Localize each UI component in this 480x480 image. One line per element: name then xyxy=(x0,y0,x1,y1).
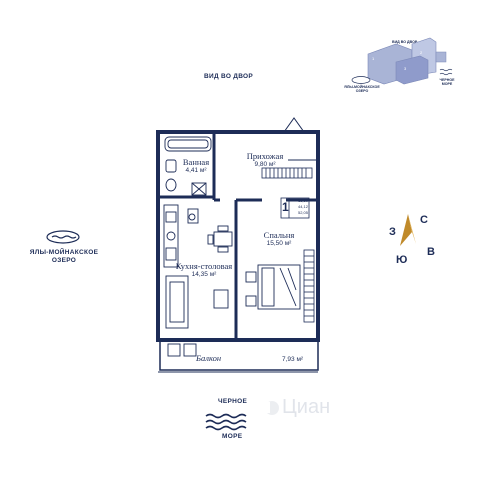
key-plan-courtyard-tag: ВИД ВО ДВОР xyxy=(392,40,418,44)
key-plan-building-1: 1 xyxy=(372,56,375,61)
room-bedroom-area: 15,50 м² xyxy=(266,240,292,247)
key-plan-building-3: 3 xyxy=(404,66,407,71)
bedroom-wardrobe xyxy=(303,249,315,323)
lake-label-line1: ЯЛЫ-МОЙНАКСКОЕ xyxy=(29,249,99,256)
compass-needle xyxy=(400,214,416,246)
summary-box-frame xyxy=(280,197,310,219)
watermark-logo xyxy=(265,401,279,415)
room-kitchen-area: 14,35 м² xyxy=(191,271,217,278)
entrance-door xyxy=(283,117,316,161)
kitchen-counter xyxy=(163,204,199,268)
summary-value-living: 15,50 xyxy=(297,198,308,203)
lake-label-line2: ОЗЕРО xyxy=(51,257,77,264)
room-kitchen: Кухня-столовая 14,35 м² xyxy=(168,261,240,279)
kitchen-sofa xyxy=(165,275,229,329)
room-bedroom: Спальня 15,50 м² xyxy=(258,230,300,248)
sea-label-bottom: МОРЕ xyxy=(222,433,243,440)
key-plan-sea-line1: ЧЕРНОЕ xyxy=(439,78,455,82)
bathroom-fixtures xyxy=(165,159,207,196)
key-plan-lake-label: ЯЛЫ-МОЙНАКСКОЕ ОЗЕРО xyxy=(342,85,382,94)
summary-value-with-balcony: 52,05 xyxy=(297,210,308,215)
outer-walls xyxy=(156,130,320,373)
room-balcony-name: Балкон xyxy=(196,353,222,363)
sea-label-top: ЧЕРНОЕ xyxy=(218,398,248,405)
courtyard-view-label: ВИД ВО ДВОР xyxy=(204,73,254,80)
summary-rooms-count: 1 xyxy=(282,200,289,214)
hallway-wardrobe xyxy=(261,167,313,179)
dining-table xyxy=(207,225,233,253)
compass-east: В xyxy=(427,246,435,258)
summary-value-total: 44,12 xyxy=(297,204,308,209)
room-hallway-area: 9,80 м² xyxy=(254,161,276,168)
compass-south: Ю xyxy=(396,254,408,266)
room-hallway-name: Прихожая xyxy=(246,151,284,161)
lake-label: ЯЛЫ-МОЙНАКСКОЕ ОЗЕРО xyxy=(28,249,100,264)
compass-north: С xyxy=(420,214,428,226)
room-kitchen-name: Кухня-столовая xyxy=(175,261,233,271)
room-bathroom-area: 4,41 м² xyxy=(185,167,207,174)
bathtub xyxy=(164,136,212,152)
key-plan-sea-label: ЧЕРНОЕ МОРЕ xyxy=(434,78,460,87)
lake-waves xyxy=(46,230,80,244)
key-plan-lake-line1: ЯЛЫ-МОЙНАКСКОЕ xyxy=(344,85,380,89)
key-plan-building-2: 2 xyxy=(420,50,423,55)
room-balcony-area: 7,93 м² xyxy=(282,356,304,363)
bed xyxy=(245,264,301,310)
sea-waves xyxy=(205,413,247,431)
key-plan-lake-line2: ОЗЕРО xyxy=(355,89,369,94)
compass-west: З xyxy=(389,226,396,238)
balcony-chairs xyxy=(167,343,197,357)
room-bathroom-name: Ванная xyxy=(182,157,210,167)
summary-values: 15,50 44,12 52,05 xyxy=(290,198,308,216)
watermark-text: Циан xyxy=(282,396,331,418)
room-bedroom-name: Спальня xyxy=(263,230,295,240)
key-plan xyxy=(351,37,453,85)
key-plan-sea-line2: МОРЕ xyxy=(441,82,453,87)
room-hallway: Прихожая 9,80 м² xyxy=(240,151,290,169)
room-bathroom: Ванная 4,41 м² xyxy=(180,157,212,175)
